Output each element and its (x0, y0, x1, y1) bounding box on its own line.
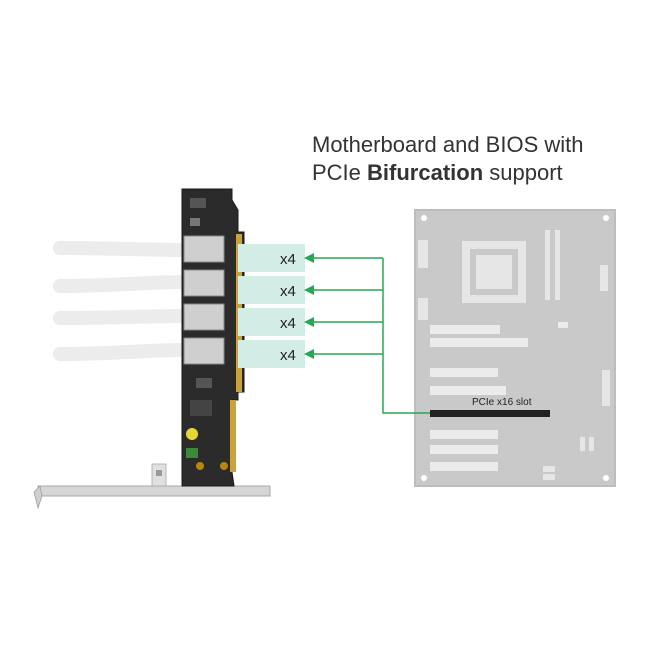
jumper (589, 437, 594, 451)
pcie-slot-label: PCIe x16 slot (472, 397, 532, 408)
header (418, 298, 428, 320)
lane-box (238, 276, 305, 304)
lane-label: x4 (280, 315, 296, 332)
headline-suffix: support (483, 160, 563, 185)
pcie-slot (430, 462, 498, 471)
connector (600, 265, 608, 291)
bifurcation-arrows (304, 253, 430, 414)
headline: Motherboard and BIOS with PCIe Bifurcati… (312, 131, 583, 187)
ram-slot (545, 230, 550, 300)
lane-label: x4 (280, 283, 296, 300)
cables (53, 241, 192, 361)
lane-label: x4 (280, 251, 296, 268)
jumper (543, 474, 555, 480)
headline-line2: PCIe Bifurcation support (312, 159, 583, 187)
connector (602, 370, 610, 406)
lane-boxes: x4 x4 x4 x4 (238, 244, 305, 368)
trunk-line (382, 258, 430, 414)
led-indicator (186, 428, 198, 440)
pcie-slot-small (430, 325, 500, 334)
headline-prefix: PCIe (312, 160, 368, 185)
mount-hole (603, 475, 609, 481)
mount-hole (421, 215, 427, 221)
header (418, 240, 428, 268)
lane-label: x4 (280, 347, 296, 364)
headline-line1: Motherboard and BIOS with (312, 132, 584, 157)
motherboard: PCIe x16 slot (414, 209, 616, 487)
adapter-card (181, 188, 245, 487)
jumper (580, 437, 585, 451)
ram-slot (555, 230, 560, 300)
lane-box (238, 340, 305, 368)
chip (558, 322, 568, 328)
jumper (543, 466, 555, 472)
headline-bold: Bifurcation (367, 160, 484, 185)
cpu-die (476, 255, 512, 289)
pci-bracket (33, 463, 271, 510)
mount-hole (603, 215, 609, 221)
pcie-slot (430, 430, 498, 439)
mount-hole (421, 475, 427, 481)
sff-connectors (183, 235, 225, 365)
pcie-slot (430, 386, 506, 395)
pcie-slot (430, 338, 528, 347)
pcie-slot (430, 445, 498, 454)
pcie-x16-slot (430, 410, 550, 417)
pcie-slot (430, 368, 498, 377)
lane-box (238, 308, 305, 336)
lane-box (238, 244, 305, 272)
